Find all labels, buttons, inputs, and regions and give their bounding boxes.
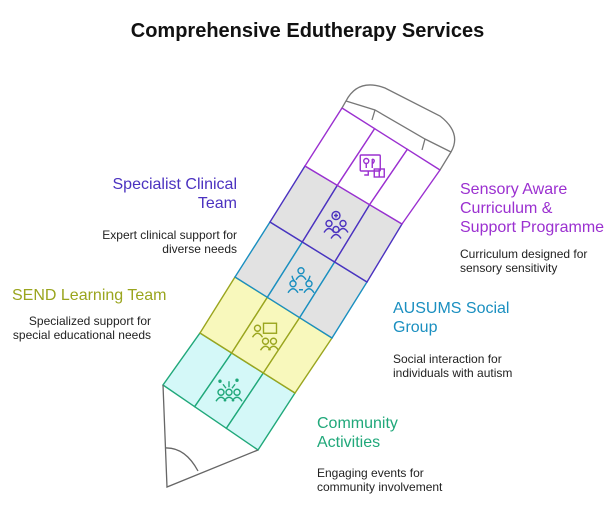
page-title: Comprehensive Edutherapy Services	[130, 20, 485, 42]
teacher-presentation-icon	[251, 322, 280, 351]
pencil-eraser	[341, 84, 456, 171]
medical-team-icon	[323, 210, 349, 239]
social-circle-icon	[287, 267, 315, 294]
screen-book-icon	[359, 154, 385, 178]
celebration-group-icon	[215, 378, 243, 402]
pencil-tip	[162, 384, 259, 488]
send-learning-team-title: SEND Learning Team	[12, 287, 167, 304]
